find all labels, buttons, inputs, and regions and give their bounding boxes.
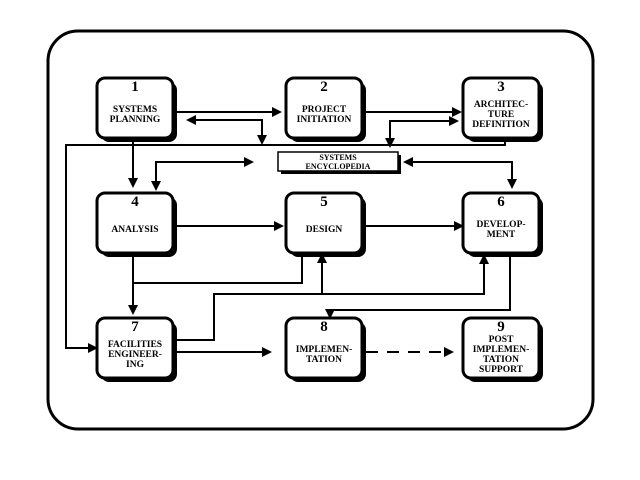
box-number: 4	[131, 194, 139, 210]
box-body	[284, 316, 364, 380]
box-label-line: DEVELOP-	[476, 220, 525, 230]
arrow-encyclopedia-4	[151, 157, 254, 191]
arrow-6-to-8	[325, 252, 511, 319]
box-label-line: SYSTEMS	[113, 105, 157, 115]
box-number: 7	[131, 319, 139, 335]
box-label-line: INITIATION	[297, 115, 352, 125]
arrow-encyclopedia-6	[403, 157, 517, 189]
box-label-line: MENT	[487, 230, 516, 240]
arrow-7-to-6	[214, 254, 489, 295]
box-number: 5	[320, 194, 328, 210]
box-label-line: DESIGN	[306, 225, 343, 235]
systems-encyclopedia: SYSTEMS ENCYCLOPEDIA	[277, 151, 401, 174]
box-body	[95, 76, 175, 140]
encyclopedia-line1: SYSTEMS	[319, 153, 357, 162]
box-label-line: DEFINITION	[472, 120, 530, 130]
arrow-3-to-7	[65, 138, 506, 353]
process-boxes: 1SYSTEMSPLANNING2PROJECTINITIATION3ARCHI…	[95, 76, 543, 382]
box-number: 3	[497, 79, 505, 95]
arrow-3-encyclopedia	[385, 116, 459, 148]
box-label-line: FACILITIES	[108, 340, 162, 350]
box-number: 2	[320, 79, 328, 95]
box-label-line: ENGINEER-	[108, 350, 162, 360]
box-label-line: IMPLEMEN-	[473, 345, 529, 355]
encyclopedia-line2: ENCYCLOPEDIA	[306, 162, 371, 171]
box-body	[461, 316, 541, 380]
box-number: 1	[131, 79, 139, 95]
box-body	[284, 76, 364, 140]
box-number: 6	[497, 194, 505, 210]
box-label-line: ANALYSIS	[111, 225, 158, 235]
box-label-line: ARCHITEC-	[474, 100, 528, 110]
box-label-line: PROJECT	[302, 105, 347, 115]
box-label-line: POST	[489, 335, 514, 345]
box-label-line: TURE	[488, 110, 514, 120]
arrow-1-encyclopedia	[186, 115, 267, 145]
box-number: 8	[320, 319, 328, 335]
box-label-line: IMPLEMEN-	[296, 345, 352, 355]
box-label-line: PLANNING	[110, 115, 161, 125]
box-label-line: ING	[126, 360, 145, 370]
box-body	[284, 191, 364, 255]
box-label-line: TATION	[306, 355, 342, 365]
box-label-line: TATION	[483, 355, 519, 365]
box-number: 9	[497, 319, 505, 335]
box-body	[95, 316, 175, 380]
box-label-line: SUPPORT	[479, 365, 524, 375]
box-body	[461, 76, 541, 140]
arrow-4-to-5-bottom	[133, 252, 303, 284]
box-body	[461, 191, 541, 255]
connectors	[65, 107, 517, 357]
box-body	[95, 191, 175, 255]
